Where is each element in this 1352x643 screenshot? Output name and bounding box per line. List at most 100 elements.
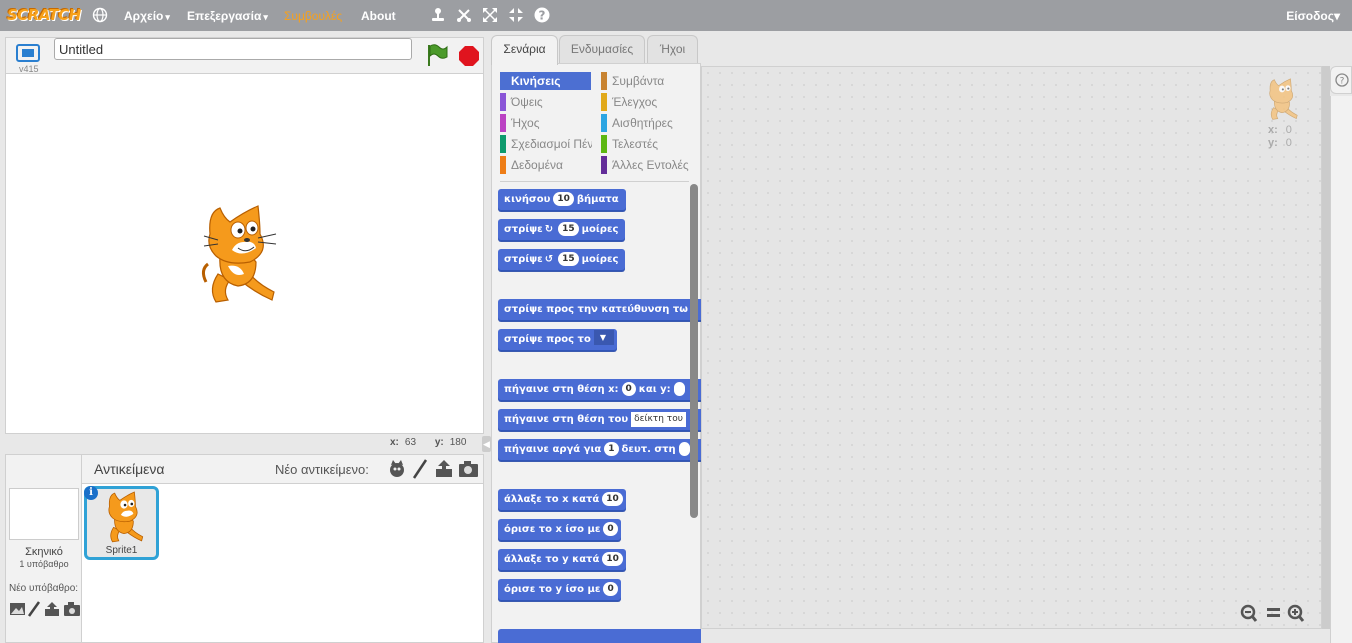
camera-backdrop-icon[interactable] [64,602,80,616]
stage-thumbnail[interactable] [9,488,79,540]
upload-sprite-icon[interactable] [436,460,452,477]
sprite-x-value: 0 [1285,124,1292,136]
zoom-out-icon[interactable] [1240,604,1258,622]
mouse-y-label: y: [434,437,444,448]
stage-canvas[interactable] [5,73,484,434]
new-backdrop-icons [10,601,80,617]
goto-target-dropdown[interactable]: δείκτη του [631,412,686,427]
category-sound[interactable]: Ήχος [500,114,592,132]
block-palette [491,63,701,643]
sprite-pane: Σκηνικό 1 υπόβαθρο Νέο υπόβαθρο: Αντικεί… [5,454,484,643]
caret-down-icon: ▾ [165,12,170,22]
upload-backdrop-icon[interactable] [45,602,59,616]
zoom-controls [1240,604,1305,622]
help-icon[interactable]: ? [534,7,550,23]
palette-scrollbar[interactable] [690,184,698,518]
menu-about[interactable]: About [361,9,396,23]
menu-edit[interactable]: Επεξεργασία▾ [187,9,268,23]
fullscreen-icon[interactable] [16,44,40,62]
block-partial[interactable] [498,629,701,643]
current-sprite-icon [1269,78,1298,120]
project-title-input[interactable] [54,38,412,60]
sprite-cat[interactable] [198,204,278,308]
svg-text:?: ? [539,9,546,23]
category-events[interactable]: Συμβάντα [601,72,693,90]
caret-down-icon: ▾ [263,12,268,22]
new-sprite-label: Νέο αντικείμενο: [275,462,369,477]
tab-sounds[interactable]: Ήχοι [647,35,698,63]
menu-file[interactable]: Αρχείο▾ [124,9,170,23]
tab-costumes[interactable]: Ενδυμασίες [559,35,645,63]
new-sprite-icons [390,459,478,479]
info-icon[interactable]: i [84,486,98,500]
category-motion[interactable]: Κινήσεις [500,72,591,90]
camera-sprite-icon[interactable] [459,461,478,477]
sprite-position: x: 0 y: 0 [1268,124,1292,150]
category-pen[interactable]: Σχεδιασμοί Πένας [500,135,592,153]
sprite-tile[interactable]: i Sprite1 [84,486,159,560]
sprite-x-label: x: [1268,124,1278,136]
stage-header: v415 [5,37,484,74]
grow-icon[interactable] [482,7,498,23]
palette-divider [500,181,689,182]
category-more-blocks[interactable]: Άλλες Εντολές [601,156,693,174]
version-label: v415 [19,64,39,74]
new-backdrop-label: Νέο υπόβαθρο: [9,583,79,594]
category-sensing[interactable]: Αισθητήρες [601,114,693,132]
category-control[interactable]: Έλεγχος [601,93,693,111]
zoom-in-icon[interactable] [1287,604,1305,622]
category-looks[interactable]: Όψεις [500,93,592,111]
stage-label: Σκηνικό [25,546,63,558]
menu-bar: SCRATCH Αρχείο▾ Επεξεργασία▾ Συμβουλές A… [0,0,1352,31]
svg-text:?: ? [1340,77,1345,87]
paint-backdrop-icon[interactable] [27,601,41,617]
help-tab[interactable]: ? [1330,66,1352,94]
block-point-in-direction[interactable]: στρίψε προς την κατεύθυνση τω [498,299,701,321]
delete-scissors-icon[interactable] [456,7,472,23]
scripts-scrollbar[interactable] [1322,66,1330,629]
block-point-towards[interactable]: στρίψε προς το▼ [498,329,618,351]
scripts-area[interactable] [701,66,1322,629]
dropdown-arrow-icon[interactable]: ▼ [593,330,614,345]
zoom-reset-icon[interactable] [1267,608,1280,617]
login-menu[interactable]: Είσοδος▾ [1286,9,1340,23]
category-operators[interactable]: Τελεστές [601,135,693,153]
menu-tips[interactable]: Συμβουλές [284,9,343,23]
tab-scripts[interactable]: Σενάρια [491,35,558,65]
sprite-y-label: y: [1268,137,1278,149]
green-flag-icon[interactable] [426,43,448,67]
sprites-title: Αντικείμενα [94,461,165,477]
mouse-x-value: 63 [404,437,417,448]
sprite-thumbnail-cat [108,491,144,543]
paint-sprite-icon[interactable] [412,459,428,479]
shrink-icon[interactable] [508,7,524,23]
backdrop-library-icon[interactable] [10,603,25,615]
stage-column: Σκηνικό 1 υπόβαθρο Νέο υπόβαθρο: [6,455,82,642]
rotate-left-icon: ↺ [544,254,554,265]
help-question-icon: ? [1335,73,1349,87]
collapse-stage-icon[interactable]: ◀ [482,436,491,452]
help-panel-strip [1330,96,1352,643]
sprite-y-value: 0 [1285,137,1292,149]
scratch-logo[interactable]: SCRATCH [7,6,81,24]
mouse-x-label: x: [390,437,399,448]
sprite-library-icon[interactable] [390,460,404,477]
duplicate-icon[interactable] [430,7,446,23]
caret-down-icon: ▾ [1333,9,1340,23]
stop-icon[interactable] [458,45,480,67]
rotate-right-icon: ↻ [544,224,554,235]
globe-icon[interactable] [92,7,108,23]
category-data[interactable]: Δεδομένα [500,156,592,174]
sprite-name: Sprite1 [105,545,138,556]
